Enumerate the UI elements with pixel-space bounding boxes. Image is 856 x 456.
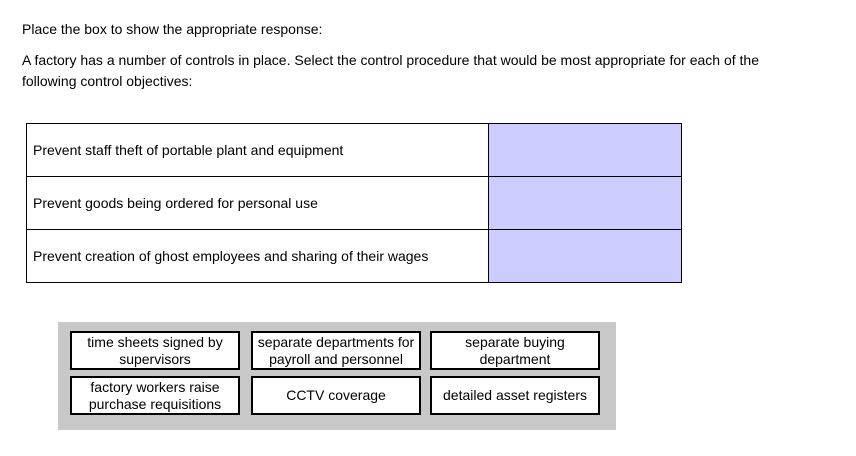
objective-row: Prevent goods being ordered for personal… <box>26 176 682 230</box>
option-separate-buying-department[interactable]: separate buying department <box>430 331 600 370</box>
option-cctv-coverage[interactable]: CCTV coverage <box>251 376 421 415</box>
objective-row: Prevent creation of ghost employees and … <box>26 229 682 283</box>
answer-drop-zone-1[interactable] <box>488 123 682 177</box>
objective-label-1: Prevent staff theft of portable plant an… <box>26 123 489 177</box>
option-factory-workers-raise-purchase-requisitions[interactable]: factory workers raise purchase requisiti… <box>70 376 240 415</box>
objective-row: Prevent staff theft of portable plant an… <box>26 123 682 177</box>
option-time-sheets-signed-by-supervisors[interactable]: time sheets signed by supervisors <box>70 331 240 370</box>
option-separate-departments-payroll-personnel[interactable]: separate departments for payroll and per… <box>251 331 421 370</box>
objectives-table: Prevent staff theft of portable plant an… <box>26 123 682 283</box>
objective-label-3: Prevent creation of ghost employees and … <box>26 229 489 283</box>
answer-drop-zone-3[interactable] <box>488 229 682 283</box>
objective-label-2: Prevent goods being ordered for personal… <box>26 176 489 230</box>
option-detailed-asset-registers[interactable]: detailed asset registers <box>430 376 600 415</box>
answer-drop-zone-2[interactable] <box>488 176 682 230</box>
options-tray: time sheets signed by supervisors separa… <box>58 322 616 430</box>
instruction-text: Place the box to show the appropriate re… <box>22 21 323 37</box>
question-text: A factory has a number of controls in pl… <box>22 52 759 89</box>
